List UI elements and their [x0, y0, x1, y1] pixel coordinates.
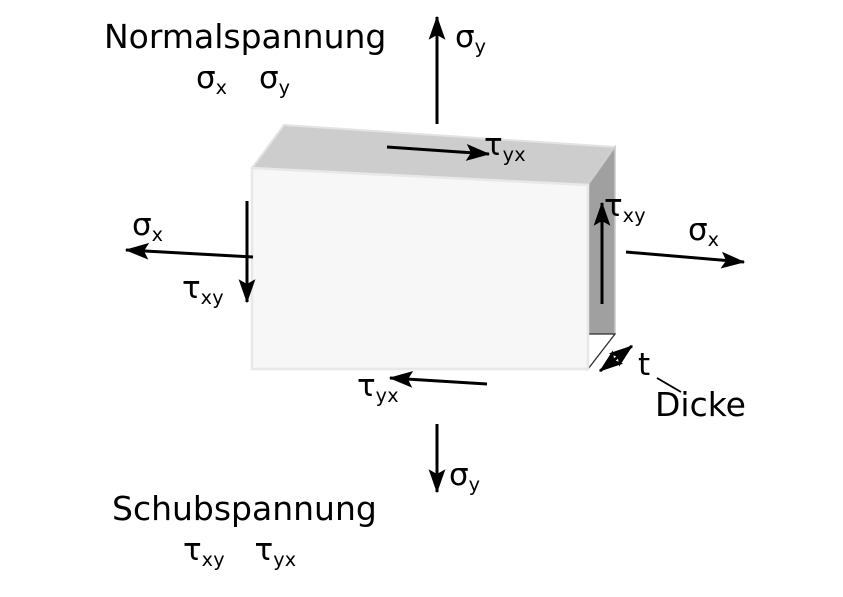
tau-xy-left-label: τxy: [182, 270, 224, 309]
sigma-x-right-arrow: [625, 250, 746, 269]
tau-xy-title-symbol: τxy: [183, 532, 225, 571]
tau-yx-top-arrow: [386, 144, 491, 161]
sigma-y-top-label: σy: [455, 19, 487, 58]
shear-stress-symbols: τxy τyx: [183, 532, 297, 571]
normal-stress-title: Normalspannung: [104, 17, 387, 56]
thickness-word-label: Dicke: [655, 385, 746, 424]
box-front-face: [250, 166, 590, 371]
tau-xy-right-label: τxy: [604, 188, 646, 227]
sigma-x-left-arrow: [124, 242, 254, 260]
sigma-x-title-symbol: σx: [196, 60, 228, 99]
sigma-y-title-symbol: σy: [258, 60, 291, 99]
tau-yx-bottom-label: τyx: [357, 368, 399, 407]
normal-stress-symbols: σx σy: [196, 60, 291, 99]
sigma-y-bottom-label: σy: [449, 457, 481, 496]
thickness-symbol-label: t: [638, 347, 651, 383]
tau-yx-bottom-arrow: [388, 371, 488, 388]
tau-yx-top-label: τyx: [484, 127, 526, 166]
sigma-x-left-label: σx: [132, 207, 164, 246]
sigma-x-right-label: σx: [688, 212, 720, 251]
dicke-leader-line: [656, 377, 682, 393]
tau-yx-title-symbol: τyx: [254, 532, 297, 571]
box-3d: [250, 123, 617, 372]
shear-stress-title: Schubspannung: [112, 489, 377, 528]
thickness-arrow: [599, 344, 633, 373]
